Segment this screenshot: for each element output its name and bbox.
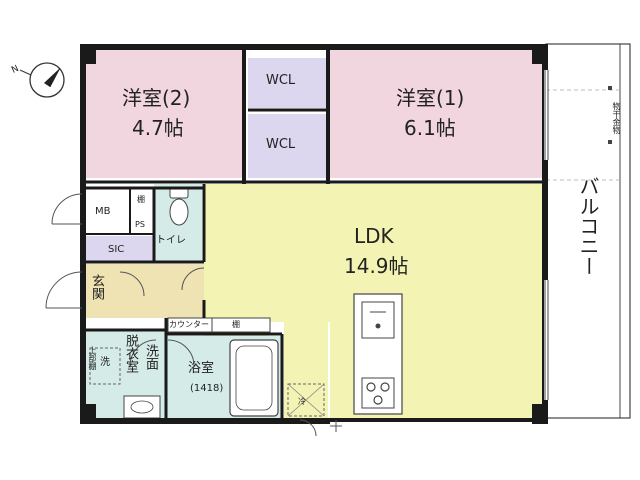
dressing-label: 脱衣室 <box>123 334 138 373</box>
shelf-top-label: 棚 <box>137 195 145 204</box>
washbasin-icon <box>123 395 161 419</box>
kitchen-counter <box>353 293 403 415</box>
windows <box>544 70 549 400</box>
wcl-bottom <box>248 114 326 178</box>
western-room-1 <box>328 48 546 178</box>
stove-icon <box>361 377 395 409</box>
washstand-label: 洗面 <box>143 344 158 370</box>
bath-size: (1418) <box>190 383 224 394</box>
wcl-top-label: WCL <box>266 73 296 88</box>
ldk-size: 14.9帖 <box>344 254 409 278</box>
fridge-icon <box>287 383 325 417</box>
western-room-1-size: 6.1帖 <box>404 116 456 140</box>
balcony-label: バルコニー <box>576 176 600 276</box>
bath-name: 浴室 <box>188 361 215 376</box>
counter-label: カウンター <box>169 320 209 329</box>
ps-label: PS <box>135 220 145 229</box>
mb-label: MB <box>95 206 111 217</box>
washer-icon <box>89 347 121 385</box>
toilet-icon <box>169 187 189 226</box>
ldk-name: LDK <box>354 224 394 248</box>
fridge-space <box>284 322 328 420</box>
svg-text:N: N <box>10 64 20 76</box>
fridge-label: 冷 <box>298 397 306 406</box>
washer-label: 洗 <box>100 357 110 368</box>
shelf-mid-label: 棚 <box>232 320 240 329</box>
shelf-strip <box>211 317 271 333</box>
sic-label: SIC <box>108 244 125 255</box>
western-room-2-size: 4.7帖 <box>132 116 184 140</box>
wcl-bottom-label: WCL <box>266 137 296 152</box>
western-room-1-name: 洋室(1) <box>396 86 465 110</box>
western-room-2 <box>84 48 244 178</box>
western-room-2-name: 洋室(2) <box>122 86 191 110</box>
walls <box>80 44 548 424</box>
door-swing-icon <box>45 193 342 437</box>
sic-closet <box>84 236 154 262</box>
upper-shelf-label: 上部棚 <box>88 346 97 370</box>
clothes-hardware-label: 物干金物 <box>612 102 621 134</box>
wcl-top <box>248 58 326 108</box>
toilet-label: トイレ <box>156 235 186 246</box>
compass-icon: N <box>10 62 65 98</box>
mb-closet <box>84 190 130 234</box>
sink-icon <box>361 301 395 339</box>
entrance-label: 玄関 <box>89 274 104 300</box>
bathtub-icon <box>229 339 279 417</box>
